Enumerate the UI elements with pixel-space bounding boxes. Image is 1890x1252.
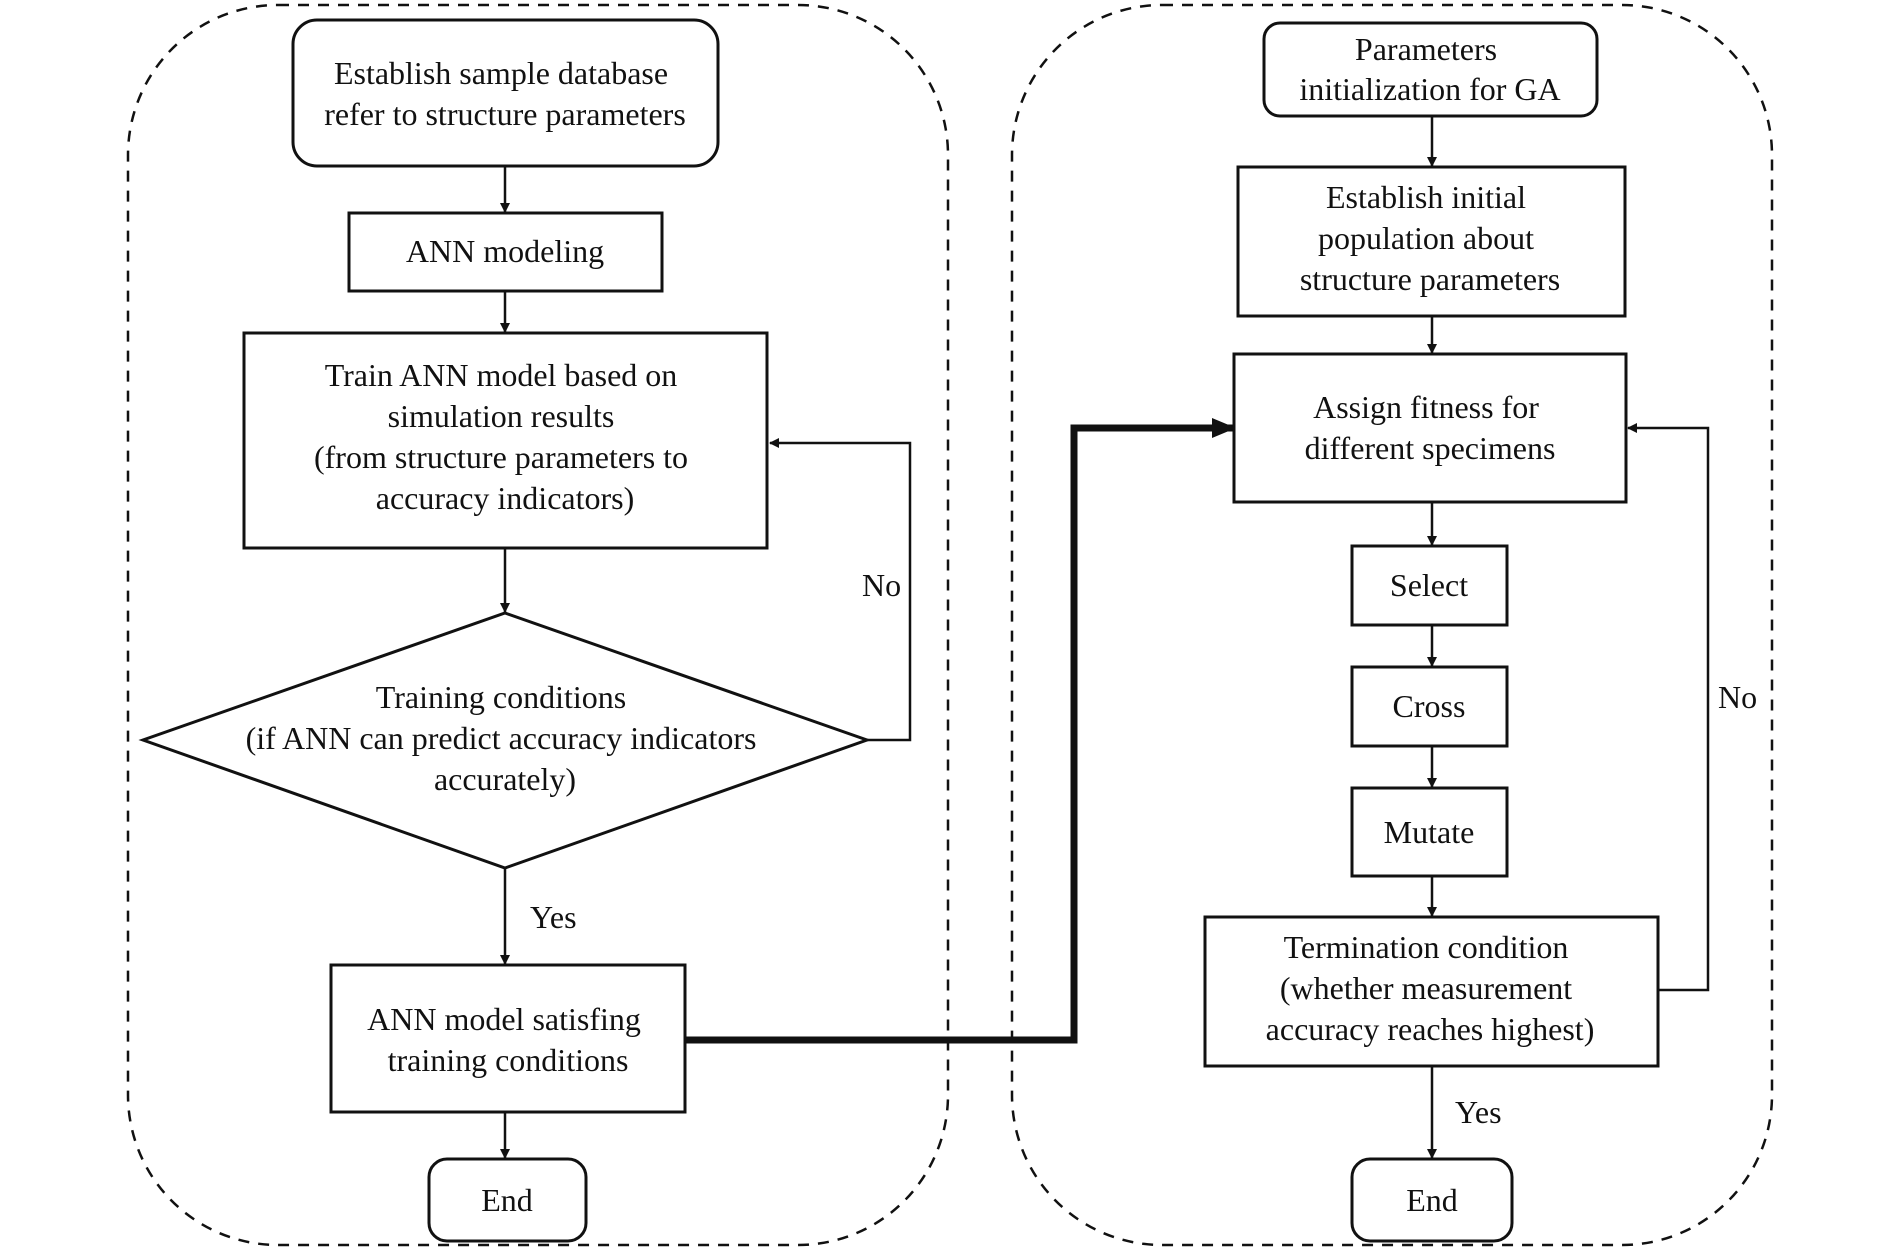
ann-modeling-text: ANN modeling [406, 233, 604, 269]
ga-panel-border [1010, 3, 1774, 1247]
ann-satisfied-text: ANN model satisfing training conditions [367, 1001, 649, 1078]
ann-satisfied-node [329, 963, 687, 1114]
establish-database-node [291, 18, 720, 168]
yes-label-right: Yes [1455, 1094, 1502, 1130]
termination-node [1203, 915, 1660, 1068]
select-text: Select [1390, 567, 1468, 603]
train-ann-text: Train ANN model based on simulation resu… [314, 357, 696, 516]
yes-label-left: Yes [530, 899, 577, 935]
thick-connector-arrow [685, 418, 1236, 1044]
no-label-left: No [862, 567, 901, 603]
end-text-right: End [1406, 1182, 1458, 1218]
ga-init-text: Parameters initialization for GA [1299, 31, 1560, 107]
end-node-left [427, 1157, 588, 1243]
fitness-text: Assign fitness for different specimens [1305, 389, 1556, 466]
population-text: Establish initial population about struc… [1300, 179, 1560, 297]
establish-database-text: Establish sample database refer to struc… [324, 55, 686, 132]
mutate-node [1350, 786, 1509, 878]
population-node [1236, 165, 1627, 318]
cross-text: Cross [1393, 688, 1466, 724]
end-node-right [1350, 1157, 1514, 1243]
no-label-right: No [1718, 679, 1757, 715]
ann-panel-border [126, 3, 950, 1247]
fitness-node [1232, 352, 1628, 504]
mutate-text: Mutate [1384, 814, 1475, 850]
end-text-left: End [481, 1182, 533, 1218]
ga-init-node [1262, 21, 1599, 118]
train-ann-node [242, 331, 769, 550]
no-loop-arrow-right [1627, 423, 1710, 992]
select-node [1350, 544, 1509, 627]
cross-node [1350, 665, 1509, 748]
training-conditions-text: Training conditions (if ANN can predict … [246, 679, 765, 797]
termination-text: Termination condition (whether measureme… [1266, 929, 1595, 1047]
no-loop-arrow-left [769, 438, 912, 742]
